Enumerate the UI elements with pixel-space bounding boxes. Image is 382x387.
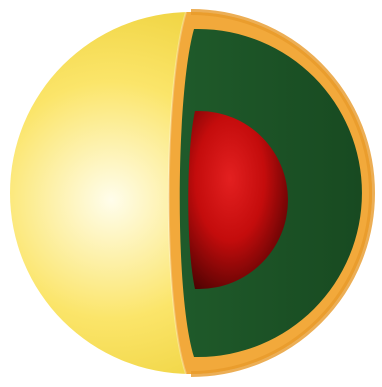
earth-cutaway-diagram (0, 0, 382, 387)
diagram-stage (0, 0, 382, 387)
